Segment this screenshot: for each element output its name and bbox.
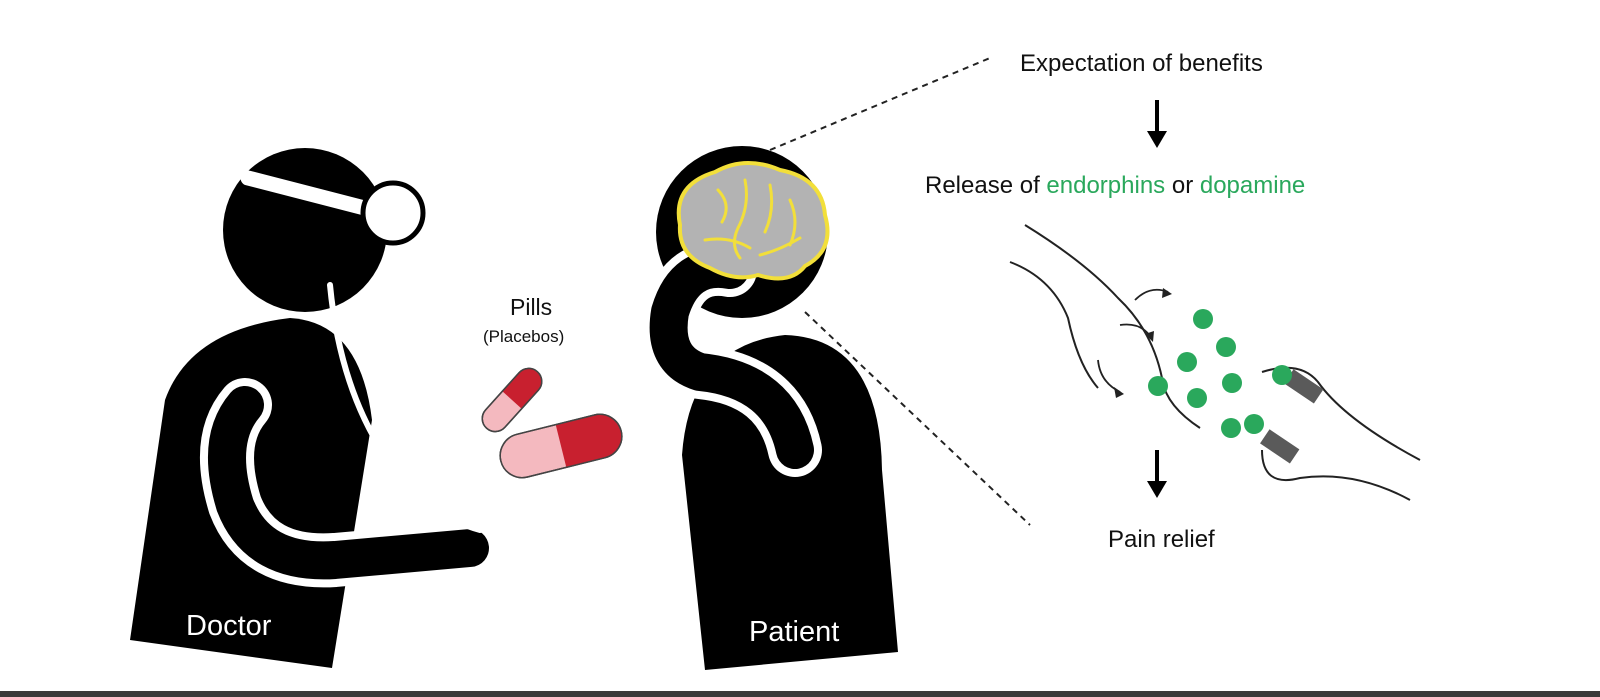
patient-label: Patient bbox=[749, 616, 840, 648]
placebos-label: (Placebos) bbox=[483, 327, 565, 346]
dopamine-label: dopamine bbox=[1199, 172, 1306, 199]
patient-body bbox=[682, 335, 898, 670]
pills-label: Pills bbox=[510, 294, 553, 320]
endorphins-label: endorphins bbox=[1046, 172, 1166, 199]
zoom-line-bottom bbox=[804, 311, 1031, 526]
neurotransmitter-dot-icon bbox=[1148, 309, 1292, 438]
expectation-label: Expectation of benefits bbox=[1020, 50, 1263, 77]
release-label: Release of endorphins or dopamine bbox=[925, 172, 1305, 200]
release-prefix: Release of bbox=[925, 172, 1047, 199]
capsule-icon bbox=[499, 413, 623, 479]
doctor-headband bbox=[240, 170, 388, 220]
arrow-down-icon bbox=[1147, 100, 1167, 148]
patient-arm bbox=[649, 249, 814, 469]
release-mid: or bbox=[1165, 172, 1200, 199]
pain-relief-label: Pain relief bbox=[1108, 526, 1215, 553]
doctor-figure-icon bbox=[130, 148, 497, 668]
arrow-down-icon bbox=[1147, 450, 1167, 498]
head-mirror-icon bbox=[360, 180, 426, 246]
brain-icon bbox=[676, 160, 830, 281]
bottom-border bbox=[0, 691, 1600, 697]
patient-figure-icon bbox=[641, 146, 898, 670]
doctor-arm bbox=[208, 386, 489, 580]
receptor-icon bbox=[1284, 369, 1324, 404]
synapse-icon bbox=[1009, 224, 1421, 501]
capsule-icon bbox=[481, 367, 543, 433]
doctor-label: Doctor bbox=[186, 610, 272, 642]
receptor-icon bbox=[1260, 429, 1300, 464]
zoom-line-top bbox=[769, 57, 991, 151]
stethoscope-icon bbox=[327, 279, 483, 533]
